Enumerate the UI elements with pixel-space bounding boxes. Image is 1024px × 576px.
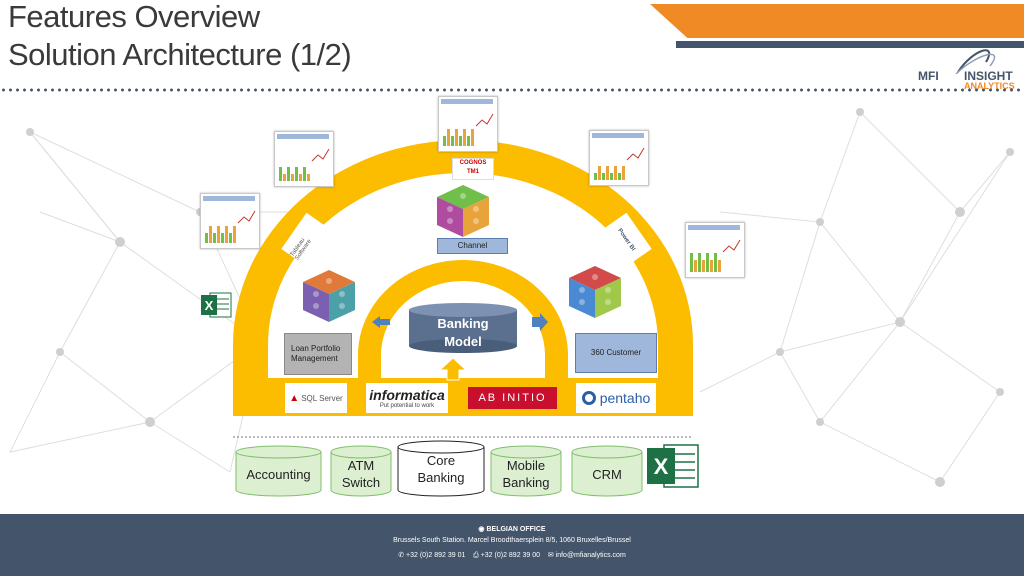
source-label-line-1: Mobile (506, 458, 546, 473)
cylinder-shape (571, 445, 643, 497)
phone-icon: ✆ (398, 552, 407, 559)
cylinder-shape (330, 445, 392, 497)
cylinder-shape (235, 445, 322, 497)
report-thumbnail-top (438, 96, 498, 152)
footer-contacts: ✆ +32 (0)2 892 39 01 ⎙ +32 (0)2 892 39 0… (0, 551, 1024, 560)
source-system-cylinder: CRM (571, 445, 643, 497)
footer-address: Brussels South Station. Marcel Broodthae… (393, 537, 631, 544)
cylinder-shape (397, 440, 485, 497)
logo-insight: INSIGHT (964, 69, 1013, 83)
header-blue-bar (676, 41, 1024, 48)
cognos-tm1-logo: COGNOS TM1 (452, 158, 494, 180)
loan-cube-icon (303, 270, 355, 322)
source-label-line-1: CRM (592, 467, 622, 482)
logo-analytics: ANALYTICS (964, 81, 1015, 91)
header-orange-bar (650, 4, 1024, 38)
network-background (9, 108, 1014, 487)
source-system-cylinder: Accounting (235, 445, 322, 497)
excel-icon-small: X (201, 292, 232, 318)
header-dotted-divider (0, 88, 1024, 92)
banking-model-label: Banking Model (437, 316, 489, 349)
page-title: Features Overview Solution Architecture … (8, 0, 352, 74)
channel-label: Channel (437, 238, 508, 254)
report-thumbnail-right (685, 222, 745, 278)
excel-icon-large: X (647, 444, 699, 488)
source-system-cylinder: ATM Switch (330, 445, 392, 497)
loan-portfolio-label: Loan Portfolio Management (284, 333, 352, 375)
sql-server-icon: ▲ (289, 392, 300, 404)
abinitio-logo: AB INITIO (468, 387, 557, 409)
footer-office: ◉ BELGIAN OFFICE (478, 526, 546, 533)
pentaho-icon (581, 391, 596, 405)
source-system-label: Accounting (235, 466, 322, 483)
source-label-line-1: Core (426, 453, 456, 468)
informatica-logo: informatica Put potential to work (366, 383, 448, 413)
report-thumbnail-upper-left (274, 131, 334, 187)
svg-text:X: X (654, 454, 669, 479)
cylinder-shape (490, 445, 562, 497)
source-system-label: ATM Switch (330, 457, 392, 491)
source-label-line-2: Banking (417, 470, 465, 485)
report-thumbnail-upper-right (589, 130, 649, 186)
svg-text:X: X (205, 298, 214, 313)
email-icon: ✉ (547, 552, 556, 559)
source-label-line-1: ATM (347, 458, 375, 473)
source-label-line-2: Banking (502, 475, 550, 490)
footer: ◉ BELGIAN OFFICE Brussels South Station.… (0, 514, 1024, 576)
source-system-label: CRM (571, 466, 643, 483)
source-label-line-2: Switch (341, 475, 381, 490)
customer-360-label: 360 Customer (575, 333, 657, 373)
fax-icon: ⎙ (473, 552, 481, 559)
title-line-1: Features Overview (8, 0, 260, 34)
fax-number: +32 (0)2 892 39 00 (480, 552, 541, 559)
pentaho-logo: pentaho (576, 383, 656, 413)
logo-mfi: MFI (918, 69, 939, 83)
sql-server-logo: ▲ SQL Server (285, 383, 347, 413)
source-label-line-1: Accounting (246, 467, 311, 482)
company-logo: MFI INSIGHT ANALYTICS (918, 44, 1018, 92)
email-link[interactable]: info@mfianalytics.com (555, 552, 626, 559)
logo-swoosh-icon (955, 49, 996, 74)
location-pin-icon: ◉ (478, 526, 487, 533)
phone-link[interactable]: +32 (0)2 892 39 01 (406, 552, 466, 559)
channel-cube-icon (437, 185, 489, 237)
customer-cube-icon (569, 266, 621, 318)
report-thumbnail-left (200, 193, 260, 249)
banking-model-cylinder (409, 303, 517, 353)
title-line-2: Solution Architecture (1/2) (8, 37, 352, 72)
